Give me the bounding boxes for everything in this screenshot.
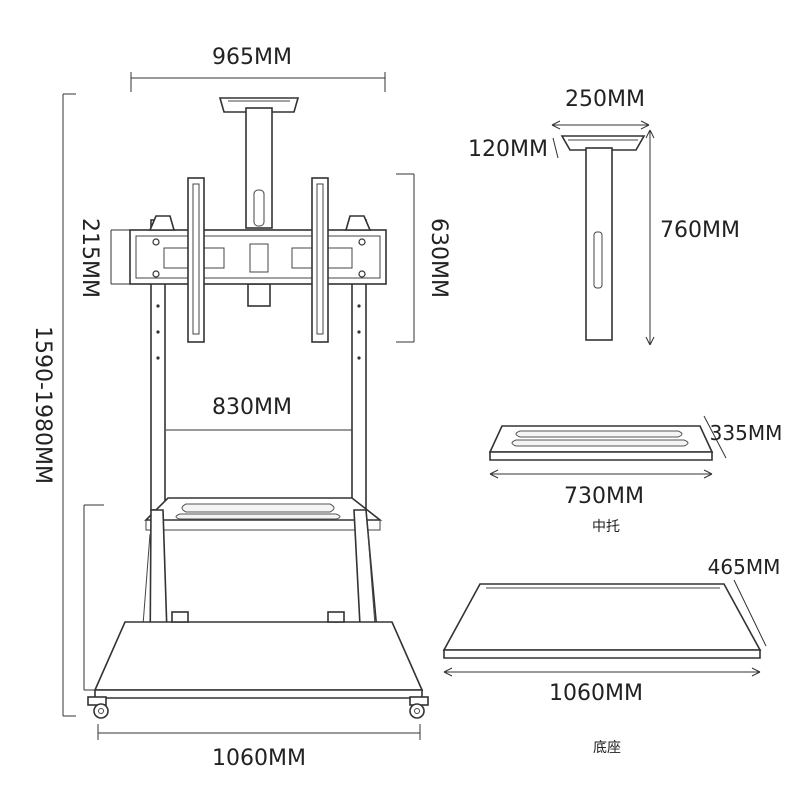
arm-width-label: 250MM — [565, 87, 645, 112]
vesa-arms — [187, 177, 329, 343]
frame-height-dimension: 630MM — [396, 173, 451, 343]
stand-base — [93, 611, 424, 699]
top-width-label: 965MM — [212, 45, 292, 70]
tray-caption: 中托 — [592, 519, 620, 535]
inner-width-label: 830MM — [212, 395, 292, 420]
tray-depth-label: 335MM — [710, 421, 783, 445]
caster-wheels — [87, 696, 429, 719]
base-width-dimension: 1060MM — [97, 724, 421, 771]
total-height-dimension: 1590-1980MM — [30, 93, 76, 717]
middle-shelf — [144, 497, 383, 531]
base-depth-label: 465MM — [708, 555, 781, 579]
base-plate-width-label: 1060MM — [549, 681, 643, 706]
plate-height-label: 215MM — [77, 218, 102, 298]
mounting-plate — [129, 215, 387, 285]
tray-width-label: 730MM — [564, 484, 644, 509]
shelf-height-bracket — [83, 504, 104, 691]
base-caption: 底座 — [593, 740, 621, 756]
base-plate-detail: 465MM 1060MM 底座 — [442, 555, 781, 756]
base-width-label: 1060MM — [212, 746, 306, 771]
plate-height-dimension: 215MM — [77, 218, 130, 298]
top-camera-mount — [218, 97, 300, 307]
arm-depth-label: 120MM — [468, 137, 548, 162]
main-stand-drawing: 965MM 1590-1980MM 215MM 630MM — [30, 45, 451, 771]
frame-height-label: 630MM — [426, 218, 451, 298]
top-width-dimension: 965MM — [130, 45, 386, 92]
inner-width-dimension: 830MM — [166, 395, 352, 431]
total-height-label: 1590-1980MM — [30, 326, 55, 484]
arm-height-label: 760MM — [660, 218, 740, 243]
camera-arm-detail: 250MM 120MM 760MM — [468, 87, 740, 346]
middle-tray-detail: 335MM 730MM 中托 — [488, 415, 783, 535]
